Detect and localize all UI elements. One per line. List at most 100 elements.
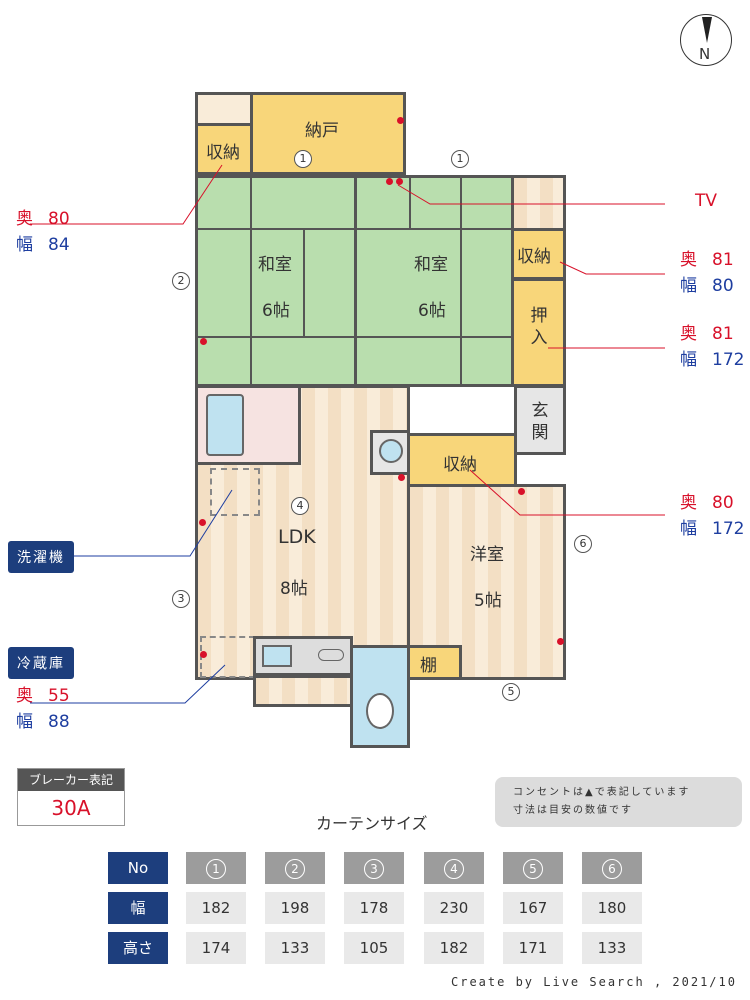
callout-fridge: 奥 55 幅 88 — [16, 683, 70, 735]
row-header: 幅 — [108, 892, 168, 924]
breaker-label: ブレーカー表記 — [18, 769, 124, 791]
toilet — [350, 645, 410, 748]
storage-topleft-label: 収納 — [206, 143, 240, 163]
washer-tag: 洗濯機 — [8, 541, 74, 573]
note-dimensions: 寸法は目安の数値です — [513, 805, 633, 816]
shelf-tana — [407, 645, 462, 680]
curtain-width: 178 — [344, 892, 404, 924]
stove-icon — [318, 649, 344, 661]
storage-mid — [407, 433, 517, 487]
callout-right-storage: 奥 81 幅 80 — [680, 247, 734, 299]
window-number: 1 — [186, 852, 246, 884]
depth-label: 奥 — [680, 250, 697, 270]
window-number: 3 — [344, 852, 404, 884]
depth-value: 81 — [712, 250, 734, 270]
width-value: 88 — [48, 712, 70, 732]
callout-topleft-storage: 奥 80 幅 84 — [16, 206, 70, 258]
room-washitsu-left — [195, 175, 357, 387]
width-label: 幅 — [680, 276, 697, 296]
breaker-value: 30A — [51, 796, 91, 820]
outlet-icon — [397, 117, 404, 124]
outlet-icon — [200, 338, 207, 345]
curtain-height: 105 — [344, 932, 404, 964]
window-number: 5 — [503, 852, 563, 884]
room-nando — [250, 92, 406, 175]
tana-label: 棚 — [420, 656, 437, 676]
breaker-box: ブレーカー表記 30A — [17, 768, 125, 826]
row-header: 高さ — [108, 932, 168, 964]
window-marker: 5 — [502, 683, 520, 701]
curtain-width: 198 — [265, 892, 325, 924]
compass-label: N — [699, 45, 711, 63]
curtain-height: 171 — [503, 932, 563, 964]
window-marker: 3 — [172, 590, 190, 608]
window-marker: 4 — [291, 497, 309, 515]
outlet-icon — [199, 519, 206, 526]
yoshitsu-size: 5帖 — [474, 591, 502, 611]
width-value: 84 — [48, 235, 70, 255]
width-label: 幅 — [16, 235, 33, 255]
washbasin-icon — [379, 439, 403, 463]
curtain-height: 133 — [582, 932, 642, 964]
curtain-width: 167 — [503, 892, 563, 924]
sink-icon — [262, 645, 292, 667]
depth-label: 奥 — [16, 686, 33, 706]
kitchen-counter — [253, 636, 353, 676]
window-number-badge: 4 — [444, 859, 464, 879]
curtain-height: 182 — [424, 932, 484, 964]
window-number: 2 — [265, 852, 325, 884]
depth-label: 奥 — [16, 209, 33, 229]
ldk-size: 8帖 — [280, 579, 308, 599]
yoshitsu-label: 洋室 — [470, 545, 504, 565]
toilet-icon — [366, 693, 394, 729]
compass: N — [680, 14, 732, 66]
genkan — [514, 385, 566, 455]
depth-value: 80 — [48, 209, 70, 229]
genkan-label: 玄関 — [531, 401, 549, 443]
storage-topleft — [195, 123, 253, 175]
width-value: 80 — [712, 276, 734, 296]
window-marker: 2 — [172, 272, 190, 290]
storage-mid-label: 収納 — [443, 455, 477, 475]
depth-value: 55 — [48, 686, 70, 706]
width-label: 幅 — [680, 350, 697, 370]
washer-space — [210, 468, 260, 516]
room-nando-label: 納戸 — [305, 121, 339, 141]
width-value: 172 — [712, 350, 745, 370]
washitsu-left-size: 6帖 — [262, 301, 290, 321]
outlet-icon — [200, 651, 207, 658]
window-number-badge: 1 — [206, 859, 226, 879]
ldk-label: LDK — [278, 526, 316, 548]
window-marker: 6 — [574, 535, 592, 553]
washitsu-right-size: 6帖 — [418, 301, 446, 321]
window-number-badge: 3 — [364, 859, 384, 879]
bathtub-icon — [206, 394, 244, 456]
fridge-tag: 冷蔵庫 — [8, 647, 74, 679]
outlet-icon — [386, 178, 393, 185]
washitsu-left-label: 和室 — [258, 255, 292, 275]
outlet-icon — [396, 178, 403, 185]
outlet-icon — [557, 638, 564, 645]
curtain-height: 133 — [265, 932, 325, 964]
washbasin — [370, 430, 410, 475]
window-marker: 1 — [294, 150, 312, 168]
outlet-icon — [518, 488, 525, 495]
depth-label: 奥 — [680, 493, 697, 513]
compass-needle-icon — [702, 17, 712, 43]
window-number-badge: 5 — [523, 859, 543, 879]
row-header: No — [108, 852, 168, 884]
oshiire-label: 押入 — [530, 306, 548, 348]
curtain-width: 180 — [582, 892, 642, 924]
window-number-badge: 6 — [602, 859, 622, 879]
curtain-height: 174 — [186, 932, 246, 964]
bathroom — [195, 385, 301, 465]
notes-box: コンセントは▲で表記しています 寸法は目安の数値です — [495, 777, 742, 827]
curtain-title: カーテンサイズ — [316, 814, 428, 833]
width-label: 幅 — [16, 712, 33, 732]
depth-value: 81 — [712, 324, 734, 344]
depth-label: 奥 — [680, 324, 697, 344]
window-number-badge: 2 — [285, 859, 305, 879]
depth-value: 80 — [712, 493, 734, 513]
outlet-icon — [398, 474, 405, 481]
